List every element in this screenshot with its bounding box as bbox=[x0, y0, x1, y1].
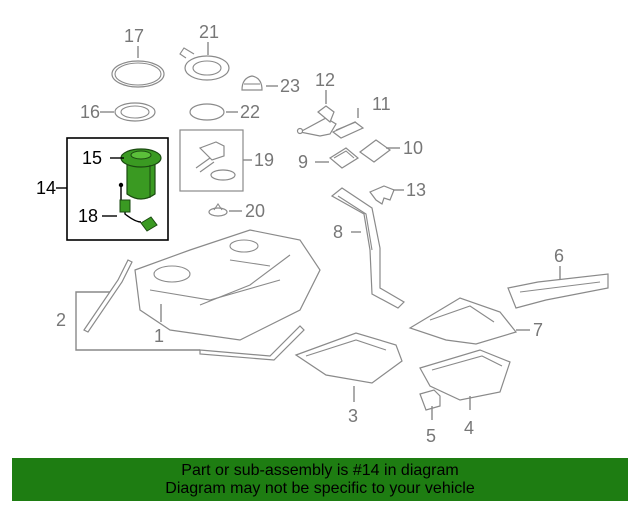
footer-line-1: Part or sub-assembly is #14 in diagram bbox=[181, 461, 459, 479]
callout-3[interactable]: 3 bbox=[348, 406, 358, 426]
callout-7[interactable]: 7 bbox=[533, 320, 543, 340]
part-21-lock-ring[interactable] bbox=[179, 47, 230, 81]
part-17-ring[interactable] bbox=[111, 60, 165, 88]
part-16-gasket[interactable] bbox=[114, 102, 156, 122]
callout-9[interactable]: 9 bbox=[298, 152, 308, 172]
part-7-shield[interactable] bbox=[408, 297, 518, 345]
part-18-wiring[interactable] bbox=[118, 182, 158, 232]
part-8-filler-pipe[interactable] bbox=[330, 187, 405, 309]
part-10-pad[interactable] bbox=[358, 139, 392, 163]
callout-5[interactable]: 5 bbox=[426, 426, 436, 446]
leader-2 bbox=[75, 291, 200, 351]
part-4-protector[interactable] bbox=[419, 349, 511, 401]
part-20-grommet[interactable] bbox=[208, 203, 228, 217]
callout-23[interactable]: 23 bbox=[280, 76, 300, 96]
callout-6[interactable]: 6 bbox=[554, 246, 564, 266]
part-13-clip[interactable] bbox=[369, 185, 395, 205]
callout-16[interactable]: 16 bbox=[80, 102, 100, 122]
callout-4[interactable]: 4 bbox=[464, 418, 474, 438]
part-9-bracket[interactable] bbox=[328, 147, 360, 169]
callout-2[interactable]: 2 bbox=[56, 310, 66, 330]
part-22-seal[interactable] bbox=[189, 103, 225, 121]
callout-22[interactable]: 22 bbox=[240, 102, 260, 122]
callout-14[interactable]: 14 bbox=[36, 178, 56, 198]
part-3-protector[interactable] bbox=[294, 332, 403, 384]
callout-8[interactable]: 8 bbox=[333, 222, 343, 242]
callout-10[interactable]: 10 bbox=[403, 138, 423, 158]
part-19-assembly[interactable] bbox=[179, 129, 244, 192]
callout-1[interactable]: 1 bbox=[154, 326, 164, 346]
footer-line-2: Diagram may not be specific to your vehi… bbox=[165, 479, 475, 497]
callout-12[interactable]: 12 bbox=[315, 70, 335, 90]
part-2-straps[interactable] bbox=[83, 259, 305, 361]
part-11-bracket[interactable] bbox=[331, 121, 365, 139]
part-23-cap[interactable] bbox=[241, 75, 263, 91]
callout-17[interactable]: 17 bbox=[124, 26, 144, 46]
part-5-bracket[interactable] bbox=[419, 389, 441, 411]
callout-15[interactable]: 15 bbox=[82, 148, 102, 168]
part-15-fuel-pump[interactable] bbox=[120, 148, 162, 200]
callout-18[interactable]: 18 bbox=[78, 206, 98, 226]
callout-11[interactable]: 11 bbox=[372, 94, 391, 114]
exploded-parts-diagram: 17 21 23 16 22 bbox=[36, 22, 609, 446]
callout-20[interactable]: 20 bbox=[245, 201, 265, 221]
part-1-fuel-tank[interactable] bbox=[134, 229, 321, 341]
callout-13[interactable]: 13 bbox=[406, 180, 426, 200]
callout-21[interactable]: 21 bbox=[199, 22, 219, 42]
callout-19[interactable]: 19 bbox=[254, 150, 274, 170]
footer-banner: Part or sub-assembly is #14 in diagram D… bbox=[12, 458, 628, 501]
part-12-sender[interactable] bbox=[296, 105, 337, 137]
part-6-heat-shield[interactable] bbox=[507, 273, 609, 309]
